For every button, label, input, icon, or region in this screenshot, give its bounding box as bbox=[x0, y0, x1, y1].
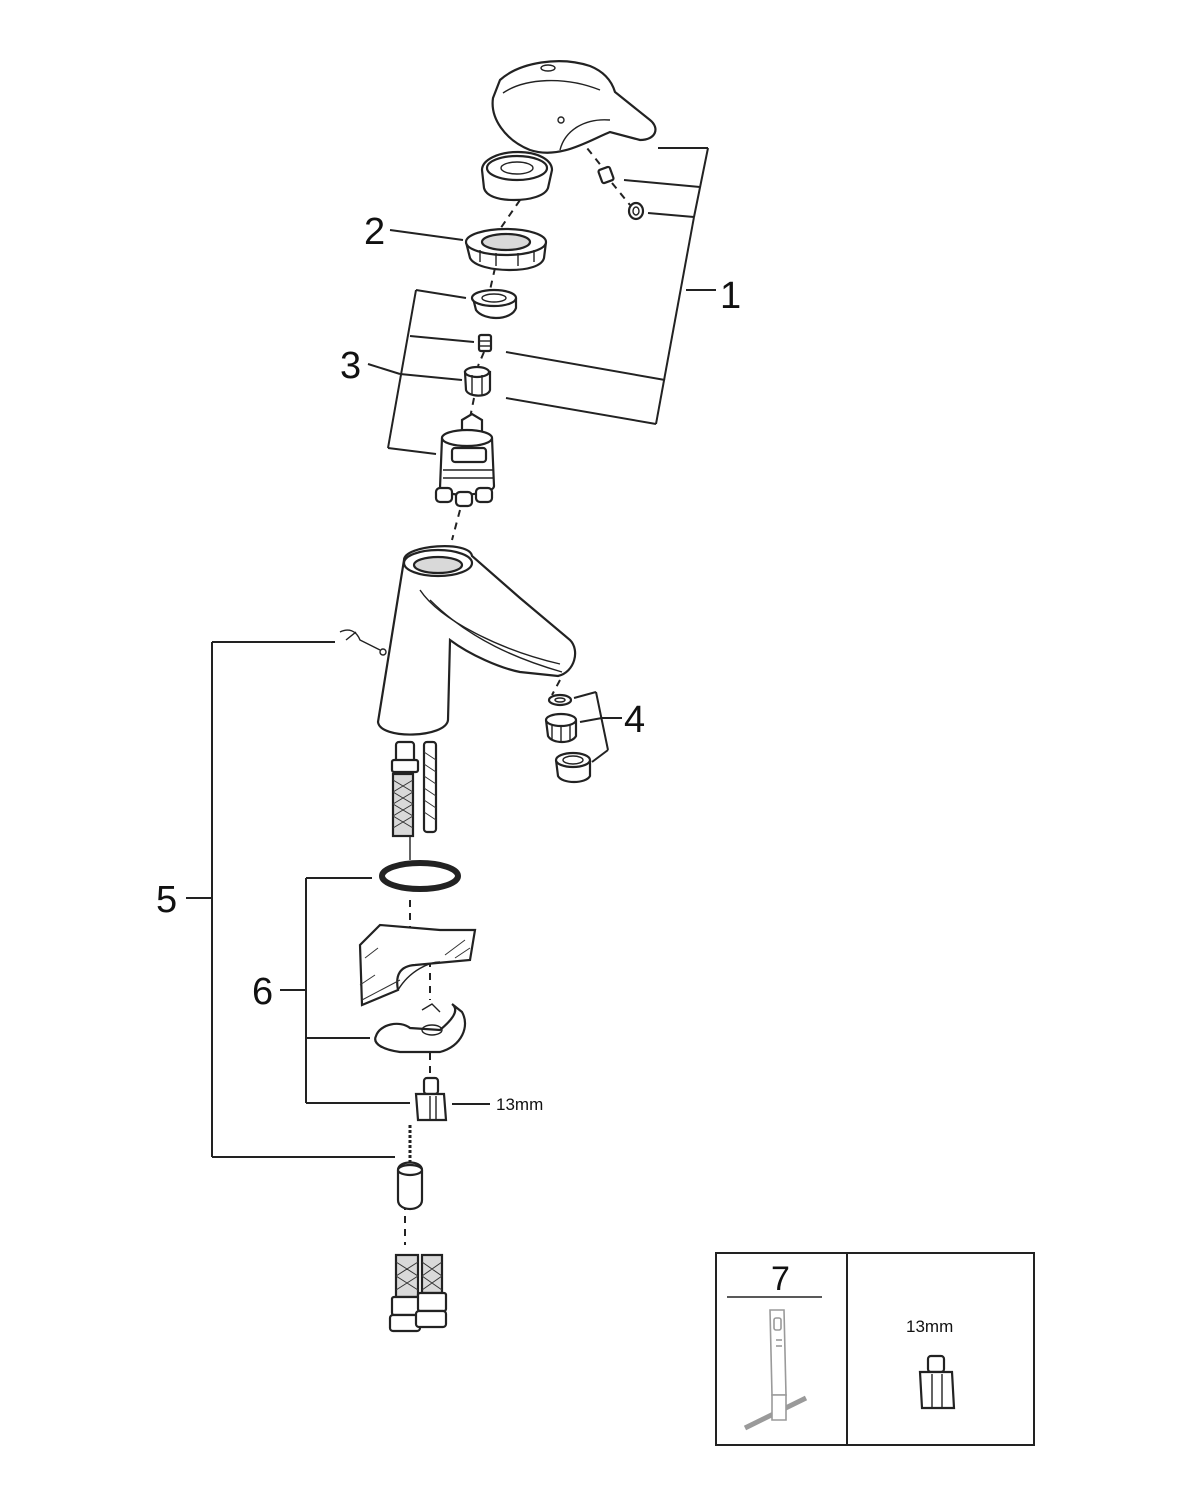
part-2-nut-icon bbox=[464, 227, 548, 272]
aerator-washer-icon bbox=[547, 693, 573, 707]
leader-lines bbox=[186, 147, 716, 1158]
supply-hoses-icon bbox=[390, 740, 438, 860]
callout-7: 7 bbox=[771, 1260, 790, 1298]
cartridge-icon bbox=[434, 412, 496, 508]
mixer-body-icon bbox=[376, 545, 577, 736]
nut-size-label: 13mm bbox=[496, 1095, 543, 1114]
popup-rod-hook-icon bbox=[339, 629, 387, 656]
handle-cap-icon bbox=[627, 201, 645, 221]
callout-3: 3 bbox=[340, 345, 361, 387]
service-key-icon bbox=[743, 1309, 808, 1431]
small-ring-icon bbox=[470, 288, 518, 320]
aerator-icon bbox=[544, 712, 578, 744]
popup-weight-icon bbox=[396, 1125, 424, 1211]
cover-ring-icon bbox=[480, 150, 554, 202]
nut-13mm-icon bbox=[414, 1076, 448, 1122]
hose-ends-icon bbox=[388, 1253, 448, 1333]
callout-4: 4 bbox=[624, 699, 645, 741]
callout-2: 2 bbox=[364, 211, 385, 253]
pin-icon bbox=[477, 333, 493, 353]
countertop-section-icon bbox=[358, 923, 477, 1007]
mounting-plate-icon bbox=[374, 1003, 467, 1054]
nut-icon bbox=[918, 1354, 956, 1410]
callout-5: 5 bbox=[156, 879, 177, 921]
handle-screw-icon bbox=[597, 165, 615, 185]
tools-box: 7 13mm bbox=[715, 1252, 1035, 1446]
tool-nut-size-label: 13mm bbox=[906, 1317, 953, 1336]
aerator-housing-icon bbox=[554, 751, 592, 784]
o-ring-icon bbox=[379, 860, 461, 892]
lever-handle-icon bbox=[491, 60, 657, 154]
spindle-bush-icon bbox=[463, 365, 492, 397]
callout-6: 6 bbox=[252, 971, 273, 1013]
assembly-axis bbox=[404, 117, 631, 1245]
callout-1: 1 bbox=[720, 275, 741, 317]
